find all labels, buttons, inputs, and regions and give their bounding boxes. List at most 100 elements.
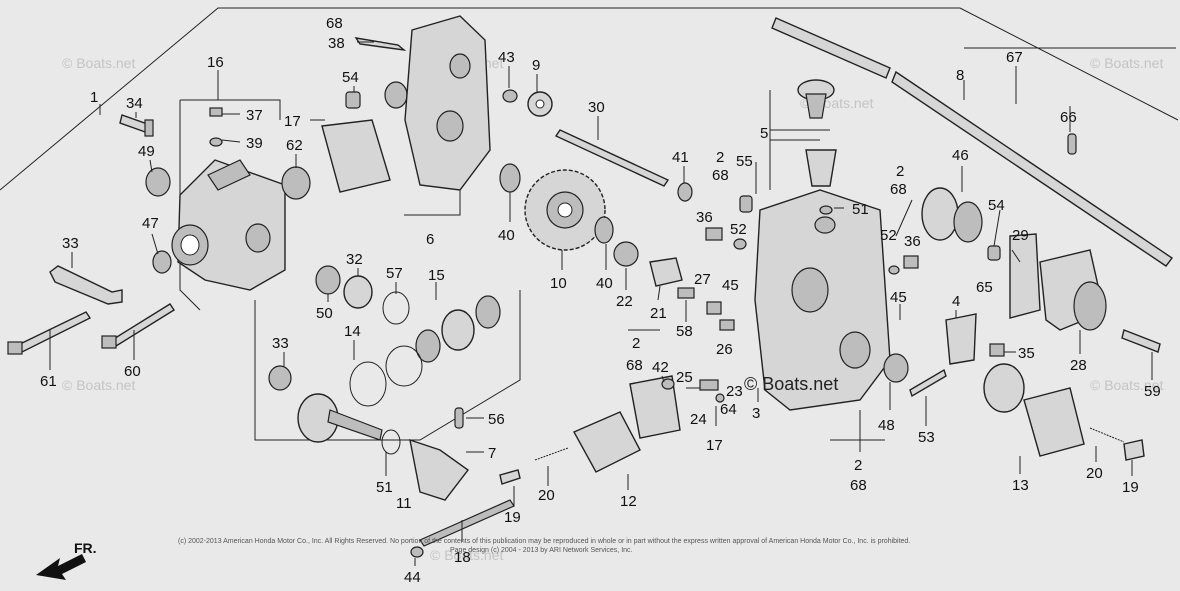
bolt-53 — [909, 368, 947, 398]
group-16-bracket — [179, 99, 281, 311]
callout-label: 44 — [404, 569, 421, 586]
callout-label: 53 — [918, 429, 935, 446]
callout-label: 50 — [316, 305, 333, 322]
seal-49 — [145, 167, 171, 197]
watermark: © Boats.net — [62, 377, 135, 393]
callout-label: 68 — [326, 15, 343, 32]
callout-label: 66 — [1060, 109, 1077, 126]
pin-19b — [1123, 439, 1145, 461]
group-lower-left-box — [254, 290, 521, 441]
copyright-line: (c) 2002-2013 American Honda Motor Co., … — [178, 538, 910, 545]
oring-50 — [315, 265, 341, 295]
callout-label: 2 — [716, 149, 724, 166]
callout-label: 68 — [626, 357, 643, 374]
washer-41 — [677, 182, 693, 202]
thrust-bearing-15 — [415, 295, 501, 363]
pin-55 — [739, 195, 753, 213]
callout-label: 54 — [342, 69, 359, 86]
callout-label: 67 — [1006, 49, 1023, 66]
callout-label: 56 — [488, 411, 505, 428]
cover-boss — [436, 110, 464, 142]
bolt-38 — [354, 37, 407, 52]
callout-label: 24 — [690, 411, 707, 428]
callout-label: 60 — [124, 363, 141, 380]
callout-label: 43 — [498, 49, 515, 66]
callout-label: 17 — [706, 437, 723, 454]
bolt-37 — [209, 107, 223, 147]
gasket-17 — [321, 119, 391, 193]
callout-label: 6 — [426, 231, 434, 248]
plates-46 — [921, 187, 983, 243]
callout-label: 68 — [850, 477, 867, 494]
callout-label: 34 — [126, 95, 143, 112]
callout-label: 64 — [720, 401, 737, 418]
center-watermark: © Boats.net — [744, 374, 838, 394]
callout-label: 39 — [246, 135, 263, 152]
callout-label: 23 — [726, 383, 743, 400]
washer-40 — [499, 163, 521, 193]
bolt-34 — [119, 114, 154, 137]
bolt-36b — [903, 255, 919, 269]
spring-20 — [534, 447, 569, 461]
bolt-61 — [7, 311, 92, 355]
seal-upper — [384, 81, 408, 109]
shaft-30 — [554, 129, 670, 187]
callout-label: 45 — [722, 277, 739, 294]
callout-label: 48 — [878, 417, 895, 434]
washer-43 — [502, 89, 518, 103]
arm-7-11 — [409, 438, 469, 501]
callout-label: 41 — [672, 149, 689, 166]
block-12 — [573, 411, 641, 473]
bolt-35 — [989, 343, 1005, 357]
callout-label: 27 — [694, 271, 711, 288]
callout-label: 40 — [498, 227, 515, 244]
spring-20b — [1089, 427, 1125, 443]
clip-51 — [381, 429, 401, 455]
gasket-29 — [1009, 233, 1041, 319]
center-housing-3 — [754, 189, 891, 411]
callout-label: 3 — [752, 405, 760, 422]
oring-64 — [715, 393, 725, 403]
bearing-21 — [649, 257, 683, 287]
circlip-57 — [382, 291, 410, 325]
callout-label: 33 — [62, 235, 79, 252]
callout-label: 37 — [246, 107, 263, 124]
callout-label: 68 — [712, 167, 729, 184]
group-6-bracket — [404, 185, 461, 216]
pin-54b — [987, 245, 1001, 261]
callout-labels: 1 16 34 37 39 49 47 33 61 60 68 38 54 17… — [40, 15, 1161, 586]
callout-label: 15 — [428, 267, 445, 284]
pipe-8 — [771, 17, 1174, 267]
gear-10 — [524, 169, 606, 251]
bracket-4 — [945, 313, 977, 365]
plate-13 — [983, 363, 1025, 413]
callout-label: 51 — [852, 201, 869, 218]
callout-label: 7 — [488, 445, 496, 462]
bolt-59 — [1121, 329, 1161, 353]
callout-label: 58 — [676, 323, 693, 340]
watermark: © Boats.net — [1090, 55, 1163, 71]
bolt-58 — [677, 287, 695, 299]
callout-label: 26 — [716, 341, 733, 358]
direction-label: FR. — [74, 540, 97, 556]
callout-label: 55 — [736, 153, 753, 170]
callout-label: 2 — [632, 335, 640, 352]
callout-label: 30 — [588, 99, 605, 116]
callout-label: 38 — [328, 35, 345, 52]
washer-40 — [594, 216, 614, 244]
knob-5 — [797, 79, 835, 119]
callout-label: 5 — [760, 125, 768, 142]
callout-label: 29 — [1012, 227, 1029, 244]
callout-label: 9 — [532, 57, 540, 74]
callout-label: 33 — [272, 335, 289, 352]
callout-label: 16 — [207, 54, 224, 71]
bearing-62 — [281, 166, 311, 200]
callout-label: 52 — [880, 227, 897, 244]
front-arrow-icon — [36, 554, 86, 580]
washer-52b — [888, 265, 900, 275]
callout-label: 52 — [730, 221, 747, 238]
gear-22 — [613, 241, 639, 267]
nut-44 — [410, 546, 424, 558]
block-13 — [1023, 387, 1085, 457]
callout-label: 2 — [854, 457, 862, 474]
